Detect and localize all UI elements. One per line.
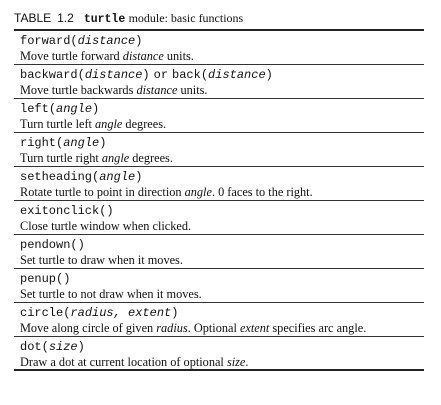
table-row-exitonclick: exitonclick() Close turtle window when c…	[14, 201, 424, 235]
desc-text: .	[245, 355, 249, 369]
desc-text: units.	[177, 83, 208, 97]
desc-text: degrees.	[129, 151, 173, 165]
table-label: TABLE	[14, 11, 52, 25]
desc-text: Move turtle backwards	[20, 83, 137, 97]
desc-text: . 0 faces to the right.	[211, 185, 313, 199]
function-description: Move along circle of given radius. Optio…	[14, 321, 424, 336]
function-name: penup	[20, 272, 57, 286]
desc-italic: size	[226, 355, 246, 369]
desc-text: . Optional	[187, 321, 240, 335]
function-args: distance	[77, 34, 136, 48]
function-args: size	[48, 340, 78, 354]
function-signature: penup()	[20, 272, 71, 286]
desc-text: Move along circle of given	[20, 321, 157, 335]
document-page: TABLE 1.2 turtle module: basic functions f…	[14, 0, 424, 371]
function-alias: back	[172, 68, 201, 82]
desc-text: Draw a dot at current location of option…	[20, 355, 227, 369]
function-name: right	[20, 136, 57, 150]
function-name: exitonclick	[20, 204, 100, 218]
function-args: angle	[99, 170, 136, 184]
module-name: turtle	[83, 13, 126, 26]
function-name: left	[20, 102, 49, 116]
function-description: Turn turtle right angle degrees.	[14, 151, 424, 166]
desc-italic: distance	[122, 49, 164, 63]
functions-table: forward(distance) Move turtle forward di…	[14, 29, 424, 371]
function-signature: right(angle)	[20, 136, 107, 150]
function-signature: left(angle)	[20, 102, 100, 116]
function-signature: forward(distance)	[20, 34, 143, 48]
desc-text: Set turtle to not draw when it moves.	[20, 287, 202, 301]
function-name: dot	[20, 340, 42, 354]
desc-text: specifies arc angle.	[269, 321, 367, 335]
table-row-pendown: pendown() Set turtle to draw when it mov…	[14, 235, 424, 269]
table-row-right: right(angle) Turn turtle right angle deg…	[14, 133, 424, 167]
function-description: Turn turtle left angle degrees.	[14, 117, 424, 132]
function-args: distance	[208, 68, 266, 82]
desc-text: Close turtle window when clicked.	[20, 219, 192, 233]
function-signature: circle(radius, extent)	[20, 306, 179, 320]
desc-text: units.	[163, 49, 194, 63]
desc-italic: radius	[156, 321, 188, 335]
function-name: setheading	[20, 170, 93, 184]
desc-text: degrees.	[122, 117, 167, 131]
function-name: circle	[20, 306, 64, 320]
function-description: Draw a dot at current location of option…	[14, 355, 424, 370]
function-signature: pendown()	[20, 238, 85, 252]
table-row-forward: forward(distance) Move turtle forward di…	[14, 31, 424, 65]
table-row-left: left(angle) Turn turtle left angle degre…	[14, 99, 424, 133]
function-name: pendown	[20, 238, 71, 252]
function-args: radius, extent	[70, 306, 172, 320]
desc-text: Set turtle to draw when it moves.	[20, 253, 183, 267]
function-args: angle	[63, 136, 100, 150]
table-row-circle: circle(radius, extent) Move along circle…	[14, 303, 424, 337]
desc-text: Turn turtle left	[20, 117, 96, 131]
desc-italic: angle	[101, 151, 130, 165]
desc-italic: angle	[95, 117, 123, 131]
caption-title: module: basic functions	[128, 11, 244, 25]
desc-italic: extent	[239, 321, 270, 335]
function-args: angle	[56, 102, 93, 116]
function-signature: exitonclick()	[20, 204, 114, 218]
desc-text: Turn turtle right	[20, 151, 102, 165]
desc-italic: angle	[184, 185, 212, 199]
table-number: 1.2	[57, 11, 74, 25]
desc-text: Rotate turtle to point in direction	[20, 185, 185, 199]
desc-italic: distance	[136, 83, 178, 97]
table-caption: TABLE 1.2 turtle module: basic functions	[14, 10, 424, 26]
function-name: forward	[20, 34, 71, 48]
function-description: Close turtle window when clicked.	[14, 219, 424, 234]
function-description: Move turtle forward distance units.	[14, 49, 424, 64]
function-signature: dot(size)	[20, 340, 85, 354]
or-text: or	[153, 68, 169, 82]
table-row-penup: penup() Set turtle to not draw when it m…	[14, 269, 424, 303]
table-row-dot: dot(size) Draw a dot at current location…	[14, 337, 424, 371]
function-description: Set turtle to draw when it moves.	[14, 253, 424, 268]
function-description: Rotate turtle to point in direction angl…	[14, 185, 424, 200]
function-description: Move turtle backwards distance units.	[14, 83, 424, 98]
table-row-setheading: setheading(angle) Rotate turtle to point…	[14, 167, 424, 201]
desc-text: Move turtle forward	[20, 49, 123, 63]
function-args: distance	[84, 68, 143, 82]
function-signature: setheading(angle)	[20, 170, 143, 184]
function-name: backward	[20, 68, 78, 82]
function-description: Set turtle to not draw when it moves.	[14, 287, 424, 302]
